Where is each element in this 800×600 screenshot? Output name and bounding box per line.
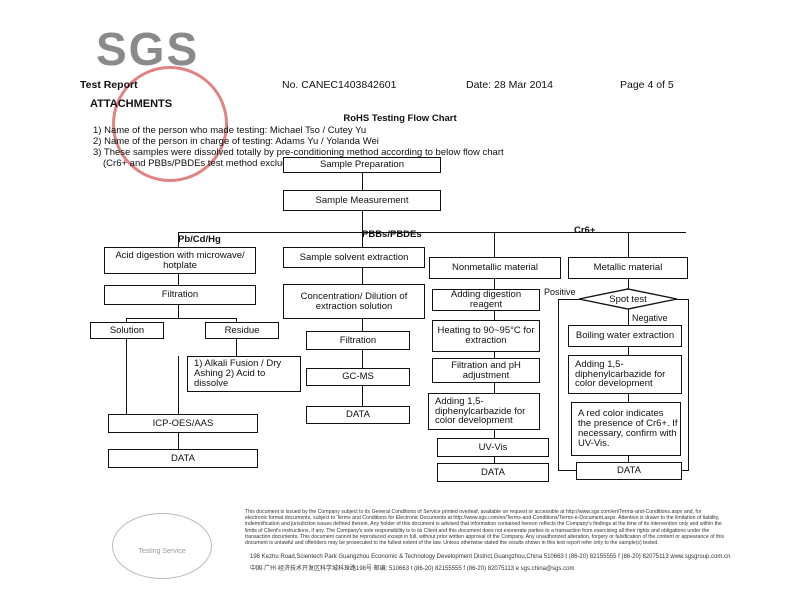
note-2: 2) Name of the person in charge of testi…: [93, 136, 379, 147]
label-negative: Negative: [632, 313, 668, 323]
box-icp: ICP-OES/AAS: [108, 414, 258, 433]
box-solvent-extraction: Sample solvent extraction: [283, 247, 425, 268]
box-uv-vis: UV-Vis: [437, 438, 549, 457]
box-filtration-2: Filtration: [306, 331, 410, 350]
box-adding-dpc-1: Adding 1,5-diphenylcarbazide for color d…: [428, 393, 540, 430]
page-number: Page 4 of 5: [620, 79, 674, 91]
label-cr6: Cr6+: [574, 225, 596, 236]
spot-test-decision: [578, 288, 678, 310]
box-adding-dpc-2: Adding 1,5-diphenylcarbazide for color d…: [568, 355, 682, 394]
seal-text: Testing Service: [138, 548, 186, 555]
box-data-3: DATA: [437, 463, 549, 482]
box-sample-preparation: Sample Preparation: [283, 157, 441, 173]
box-data-2: DATA: [306, 406, 410, 424]
testing-service-seal: Testing Service: [112, 513, 212, 579]
address-line-en: 198 Kezhu Road,Scientech Park Guangzhou …: [250, 554, 731, 560]
box-acid-digestion: Acid digestion with microwave/ hotplate: [104, 247, 256, 274]
box-adding-reagent: Adding digestion reagent: [432, 289, 540, 311]
spot-test-label: Spot test: [609, 293, 647, 305]
company-stamp: [112, 66, 228, 182]
label-pbbs-pbdes: PBBs/PBDEs: [362, 229, 422, 240]
section-heading: ATTACHMENTS: [90, 98, 173, 110]
box-boiling-water: Boiling water extraction: [568, 325, 682, 347]
box-residue: Residue: [205, 322, 279, 339]
box-filtration-ph: Filtration and pH adjustment: [432, 358, 540, 383]
box-sample-measurement: Sample Measurement: [283, 190, 441, 211]
note-1: 1) Name of the person who made testing: …: [93, 125, 367, 136]
address-line-cn: 中国·广州·经济技术开发区科学城科珠路198号 邮编: 510663 t (86…: [250, 566, 575, 572]
box-metallic: Metallic material: [568, 257, 688, 279]
sgs-logo: SGS: [96, 23, 200, 75]
box-data-4: DATA: [576, 462, 682, 480]
box-solution: Solution: [90, 322, 164, 339]
report-label: Test Report: [80, 79, 138, 91]
label-positive: Positive: [544, 287, 576, 297]
label-pb-cd-hg: Pb/Cd/Hg: [178, 234, 221, 245]
box-red-color: A red color indicates the presence of Cr…: [571, 402, 681, 456]
box-nonmetallic: Nonmetallic material: [429, 257, 561, 279]
chart-title: RoHS Testing Flow Chart: [343, 113, 457, 124]
disclaimer-text: This document is issued by the Company s…: [245, 509, 725, 547]
box-concentration: Concentration/ Dilution of extraction so…: [283, 284, 425, 319]
report-date: Date: 28 Mar 2014: [466, 79, 553, 91]
report-number: No. CANEC1403842601: [282, 79, 397, 91]
box-heating: Heating to 90~95°C for extraction: [432, 320, 540, 352]
note-3: 3) These samples were dissolved totally …: [93, 147, 504, 158]
note-4: (Cr6+ and PBBs/PBDEs test method exclude…: [103, 158, 304, 169]
box-filtration-1: Filtration: [104, 285, 256, 305]
box-alkali-fusion: 1) Alkali Fusion / Dry Ashing 2) Acid to…: [187, 356, 301, 392]
box-data-1: DATA: [108, 449, 258, 468]
box-gcms: GC-MS: [306, 368, 410, 386]
